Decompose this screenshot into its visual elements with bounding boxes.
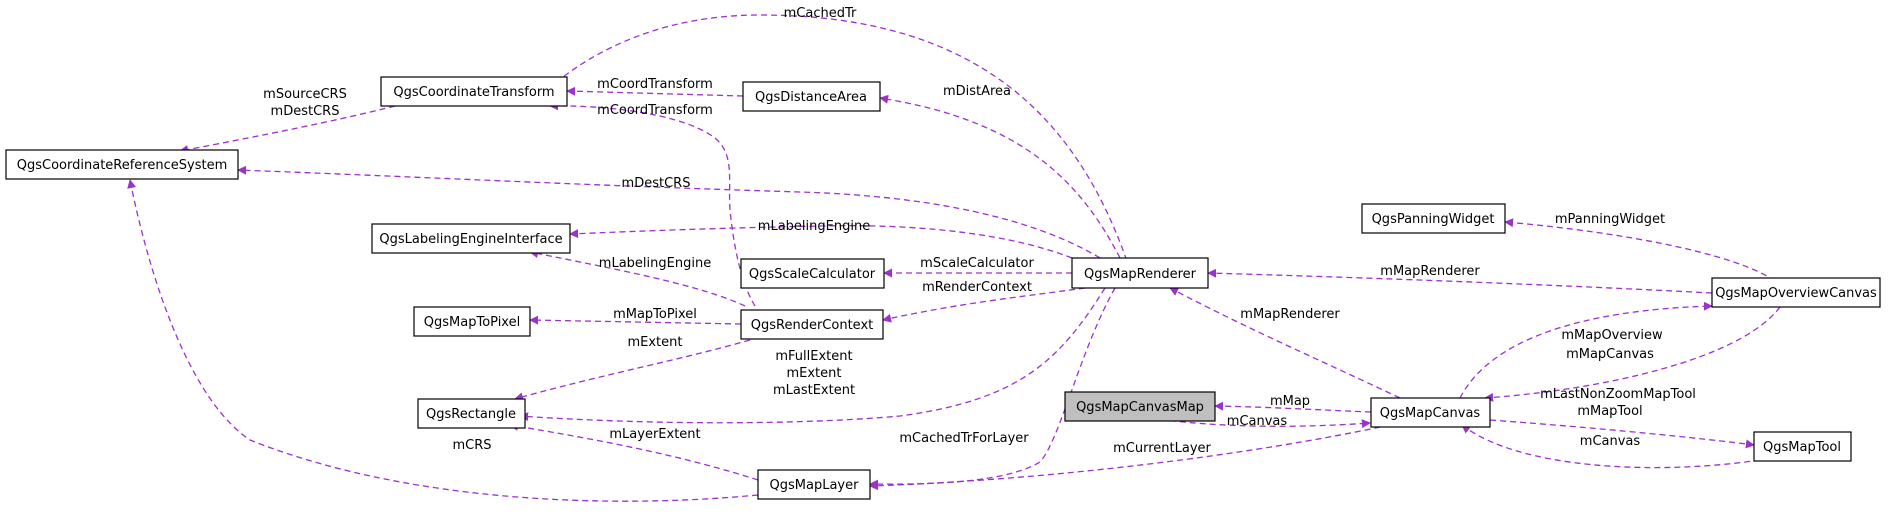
edge-label-labeling-engine-rc: mLabelingEngine — [599, 256, 711, 271]
node-qgs-scale-calculator[interactable]: QgsScaleCalculator — [740, 258, 885, 289]
edge-map-renderer-mc: mMapRenderer — [1169, 287, 1401, 399]
edge-extent: mExtent — [514, 335, 751, 402]
edge-label-cached-tr-for-layer: mCachedTrForLayer — [899, 431, 1029, 446]
edge-canvas-cm: mCanvas — [1149, 414, 1371, 429]
edge-full-extent: mFullExtent mExtent mLastExtent — [519, 287, 1106, 424]
svg-text:QgsLabelingEngineInterface: QgsLabelingEngineInterface — [379, 232, 562, 247]
edge-label-map-tool: mMapTool — [1577, 404, 1642, 419]
edge-label-current-layer: mCurrentLayer — [1113, 441, 1211, 456]
edge-dist-area: mDistArea — [879, 84, 1121, 259]
edge-label-source-crs: mSourceCRS — [263, 87, 347, 102]
edge-label-layer-extent: mLayerExtent — [609, 427, 700, 442]
edge-label-last-extent: mLastExtent — [773, 383, 855, 398]
edge-layer-extent: mLayerExtent — [509, 421, 759, 481]
node-qgs-rectangle[interactable]: QgsRectangle — [417, 398, 526, 429]
edge-labeling-engine-rc: mLabelingEngine — [529, 249, 746, 307]
node-qgs-distance-area[interactable]: QgsDistanceArea — [742, 81, 881, 112]
node-qgs-coordinate-transform[interactable]: QgsCoordinateTransform — [380, 76, 568, 107]
node-qgs-map-renderer[interactable]: QgsMapRenderer — [1071, 257, 1209, 289]
edge-render-context: mRenderContext — [882, 280, 1086, 323]
edge-label-map-renderer-mc: mMapRenderer — [1240, 307, 1340, 322]
edge-label-map: mMap — [1270, 394, 1310, 409]
svg-text:QgsMapOverviewCanvas: QgsMapOverviewCanvas — [1715, 286, 1877, 301]
edge-labeling-engine-mr: mLabelingEngine — [569, 219, 1073, 259]
edge-label-full-extent: mFullExtent — [775, 349, 852, 364]
edge-label-extent: mExtent — [627, 335, 682, 350]
edge-label-panning-widget: mPanningWidget — [1555, 212, 1665, 227]
edge-cached-tr: mCachedTr — [544, 6, 1131, 271]
node-qgs-panning-widget[interactable]: QgsPanningWidget — [1361, 203, 1506, 234]
svg-text:QgsRectangle: QgsRectangle — [426, 407, 516, 422]
svg-text:QgsMapCanvas: QgsMapCanvas — [1380, 406, 1481, 421]
edge-label-cached-tr: mCachedTr — [784, 6, 857, 21]
edge-map-to-pixel: mMapToPixel — [529, 307, 742, 325]
edge-label-last-non-zoom-map-tool: mLastNonZoomMapTool — [1540, 387, 1696, 402]
edge-map-renderer-ov: mMapRenderer — [1207, 264, 1713, 294]
svg-text:QgsCoordinateTransform: QgsCoordinateTransform — [393, 85, 554, 100]
svg-text:QgsMapLayer: QgsMapLayer — [770, 478, 860, 493]
edge-coord-transform-da: mCoordTransform — [566, 77, 744, 97]
node-qgs-labeling-engine-interface[interactable]: QgsLabelingEngineInterface — [371, 223, 571, 254]
edge-panning-widget: mPanningWidget — [1504, 212, 1776, 282]
svg-text:QgsMapRenderer: QgsMapRenderer — [1084, 267, 1197, 282]
edge-label-crs: mCRS — [452, 438, 491, 453]
edge-map: mMap — [1214, 394, 1372, 413]
edge-cached-tr-for-layer: mCachedTrForLayer — [869, 287, 1116, 489]
edge-current-layer: mCurrentLayer — [869, 424, 1391, 491]
edge-label-map-to-pixel: mMapToPixel — [613, 307, 697, 322]
edge-label-dist-area: mDistArea — [943, 84, 1011, 99]
edge-source-dest-crs: mSourceCRS mDestCRS — [179, 87, 396, 154]
svg-text:QgsCoordinateReferenceSystem: QgsCoordinateReferenceSystem — [17, 158, 227, 173]
node-qgs-map-overview-canvas[interactable]: QgsMapOverviewCanvas — [1711, 277, 1881, 308]
edge-label-map-renderer-ov: mMapRenderer — [1380, 264, 1480, 279]
edge-canvas-tool: mCanvas — [1461, 424, 1761, 469]
svg-text:QgsScaleCalculator: QgsScaleCalculator — [749, 267, 876, 282]
node-qgs-map-canvas-map[interactable]: QgsMapCanvasMap — [1064, 391, 1216, 422]
edge-map-overview: mMapOverview — [1459, 301, 1713, 399]
edge-label-coord-transform-da: mCoordTransform — [597, 77, 713, 92]
node-qgs-map-canvas[interactable]: QgsMapCanvas — [1370, 397, 1491, 428]
edge-coord-transform-rc: mCoordTransform — [549, 101, 756, 307]
edge-crs: mCRS — [127, 179, 759, 502]
edge-label-coord-transform-rc: mCoordTransform — [597, 103, 713, 118]
edge-label-extent-2: mExtent — [786, 366, 841, 381]
edge-scale-calculator: mScaleCalculator — [883, 256, 1072, 278]
svg-text:QgsMapTool: QgsMapTool — [1763, 440, 1841, 455]
svg-text:QgsPanningWidget: QgsPanningWidget — [1372, 212, 1495, 227]
svg-text:QgsDistanceArea: QgsDistanceArea — [755, 90, 867, 105]
edge-label-dest-crs-1: mDestCRS — [271, 104, 340, 119]
edge-label-map-overview: mMapOverview — [1561, 328, 1663, 343]
edge-map-tool: mLastNonZoomMapTool mMapTool — [1489, 387, 1755, 449]
node-qgs-coordinate-reference-system[interactable]: QgsCoordinateReferenceSystem — [5, 149, 239, 180]
edge-label-canvas-cm: mCanvas — [1227, 414, 1288, 429]
edge-label-scale-calculator: mScaleCalculator — [920, 256, 1034, 271]
svg-text:QgsRenderContext: QgsRenderContext — [751, 318, 873, 333]
node-qgs-map-tool[interactable]: QgsMapTool — [1753, 431, 1852, 462]
edge-map-canvas-ov: mMapCanvas — [1484, 306, 1781, 402]
svg-text:QgsMapCanvasMap: QgsMapCanvasMap — [1076, 400, 1204, 415]
node-qgs-map-layer[interactable]: QgsMapLayer — [757, 469, 871, 500]
edge-label-dest-crs: mDestCRS — [622, 176, 691, 191]
svg-text:QgsMapToPixel: QgsMapToPixel — [424, 315, 520, 330]
edge-label-canvas-tool: mCanvas — [1580, 434, 1641, 449]
node-qgs-render-context[interactable]: QgsRenderContext — [740, 309, 884, 340]
edge-dest-crs: mDestCRS — [237, 165, 1101, 259]
node-qgs-map-to-pixel[interactable]: QgsMapToPixel — [413, 306, 531, 337]
edge-label-map-canvas-ov: mMapCanvas — [1566, 347, 1654, 362]
edge-label-render-context: mRenderContext — [922, 280, 1032, 295]
edge-label-labeling-engine-mr: mLabelingEngine — [758, 219, 870, 234]
